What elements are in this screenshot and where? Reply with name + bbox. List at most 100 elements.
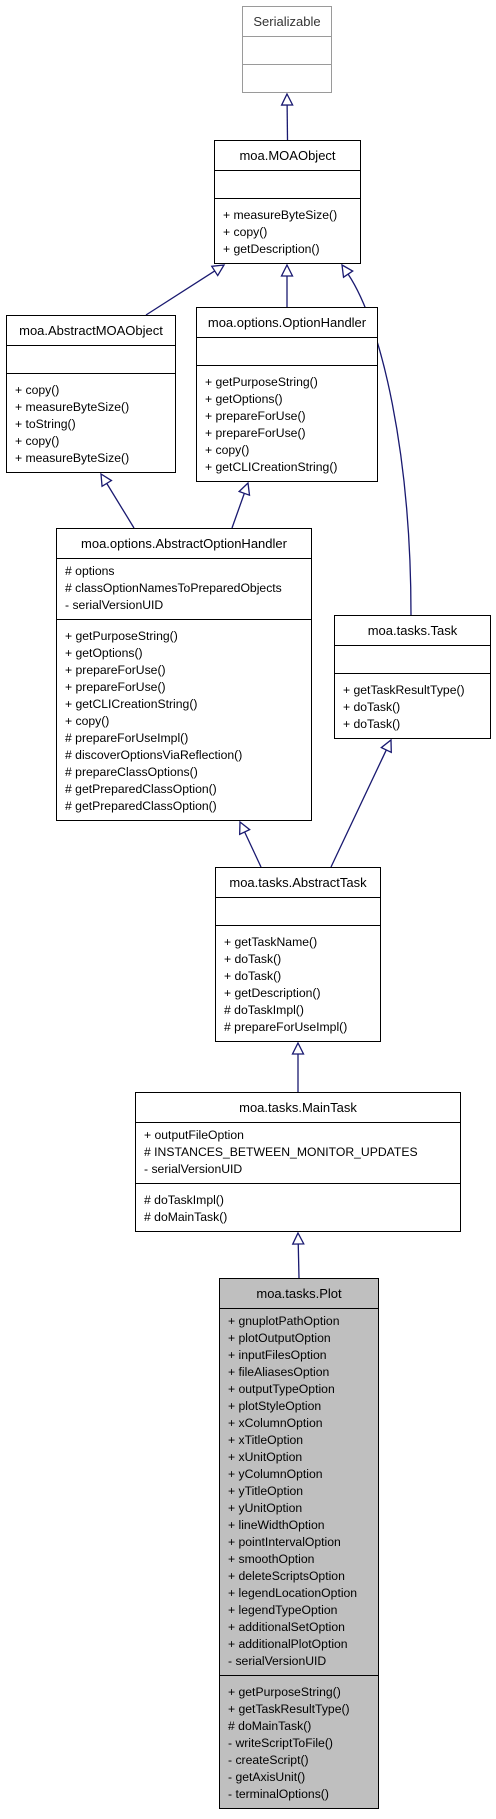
class-box-maintask[interactable]: moa.tasks.MainTask + outputFileOption# IN… [135, 1092, 461, 1232]
method: # getPreparedClassOption() [65, 782, 217, 796]
method: - getAxisUnit() [228, 1770, 306, 1784]
method: + prepareForUse() [65, 663, 166, 677]
methods-section: + getTaskResultType() + doTask() + doTask(… [335, 673, 490, 738]
method: + getTaskName() [224, 935, 318, 949]
method: + getDescription() [223, 242, 320, 256]
method: + getTaskResultType() [228, 1702, 350, 1716]
methods-section: # doTaskImpl()# doMainTask() [136, 1183, 460, 1231]
class-box-plot[interactable]: moa.tasks.Plot+ gnuplotPathOption+ plotO… [219, 1278, 379, 1809]
method: - terminalOptions() [228, 1787, 329, 1801]
attribute: + plotOutputOption [228, 1331, 331, 1345]
method: - createScript() [228, 1753, 309, 1767]
method: + doTask() [343, 717, 401, 731]
method: + measureByteSize() [223, 208, 338, 222]
methods-section: + getPurposeString() + getTaskResultType(… [220, 1675, 378, 1808]
method: + measureByteSize() [15, 400, 130, 414]
attribute: + xColumnOption [228, 1416, 323, 1430]
class-name: moa.options.OptionHandler [207, 315, 367, 330]
attribute: + pointIntervalOption [228, 1535, 341, 1549]
attribute: + additionalSetOption [228, 1620, 345, 1634]
attribute: + lineWidthOption [228, 1518, 325, 1532]
method: - writeScriptToFile() [228, 1736, 333, 1750]
inheritance-line [347, 273, 412, 616]
inheritance-arrowhead [280, 263, 294, 277]
inheritance-line [330, 749, 387, 868]
method: + getPurposeString() [228, 1685, 341, 1699]
method: + copy() [205, 443, 250, 457]
attribute: + outputTypeOption [228, 1382, 335, 1396]
attribute: + legendTypeOption [228, 1603, 338, 1617]
methods-section [243, 64, 331, 92]
inheritance-arrowhead [341, 263, 354, 279]
attribute: - serialVersionUID [228, 1654, 327, 1668]
method: # prepareClassOptions() [65, 765, 198, 779]
method: # doTaskImpl() [144, 1193, 224, 1207]
class-box-optionhandler[interactable]: moa.options.OptionHandler + getPurposeStr… [196, 307, 378, 482]
attribute: # options [65, 564, 115, 578]
method: + prepareForUse() [205, 426, 306, 440]
attribute: + legendLocationOption [228, 1586, 358, 1600]
class-box-task[interactable]: moa.tasks.Task + getTaskResultType() + doT… [334, 615, 491, 739]
methods-section: + getPurposeString()+ getOptions()+ prep… [197, 365, 377, 481]
attribute: + gnuplotPathOption [228, 1314, 340, 1328]
attributes-section: # options# classOptionNamesToPreparedObj… [57, 558, 311, 619]
method: + prepareForUse() [205, 409, 306, 423]
method: + copy() [65, 714, 110, 728]
attributes-section [335, 645, 490, 673]
attributes-section [7, 345, 175, 373]
class-box-abstractmoaobject[interactable]: moa.AbstractMOAObject + copy() + measureBy… [6, 315, 176, 473]
attribute: - serialVersionUID [65, 598, 164, 612]
method: + getPurposeString() [65, 629, 178, 643]
inheritance-arrowhead [291, 1041, 305, 1055]
class-box-abstractoptionhandler[interactable]: moa.options.AbstractOptionHandler # optio… [56, 528, 312, 821]
method: + doTask() [224, 969, 282, 983]
attributes-section [243, 36, 331, 64]
method: + toString() [15, 417, 76, 431]
inheritance-arrowhead [291, 1231, 305, 1245]
method: + copy() [15, 383, 60, 397]
method: + doTask() [224, 952, 282, 966]
inheritance-line [106, 483, 135, 529]
class-name: moa.AbstractMOAObject [19, 323, 163, 338]
method: + doTask() [343, 700, 401, 714]
method: + getCLICreationString() [205, 460, 338, 474]
attribute: + xUnitOption [228, 1450, 303, 1464]
inheritance-line [231, 493, 245, 529]
attributes-section [215, 170, 360, 198]
method: # getPreparedClassOption() [65, 799, 217, 813]
attribute: + xTitleOption [228, 1433, 304, 1447]
inheritance-arrowhead [280, 92, 294, 106]
class-name: Serializable [253, 14, 321, 29]
class-box-moaobject[interactable]: moa.MOAObject+ measureByteSize()+ copy()… [214, 140, 361, 264]
attribute: + yUnitOption [228, 1501, 303, 1515]
inheritance-arrowhead [100, 472, 113, 488]
inheritance-line [244, 831, 262, 868]
class-box-abstracttask[interactable]: moa.tasks.AbstractTask + getTaskName() + d… [215, 867, 381, 1042]
attribute: + fileAliasesOption [228, 1365, 330, 1379]
method: # doTaskImpl() [224, 1003, 304, 1017]
inheritance-arrowhead [210, 264, 226, 277]
attribute: + deleteScriptsOption [228, 1569, 345, 1583]
inheritance-line [145, 270, 216, 316]
class-box-serializable[interactable]: Serializable [242, 6, 332, 93]
class-name: moa.options.AbstractOptionHandler [81, 536, 287, 551]
attribute: + additionalPlotOption [228, 1637, 348, 1651]
inheritance-arrowhead [380, 738, 392, 754]
attribute: + smoothOption [228, 1552, 315, 1566]
inheritance-line [297, 1243, 300, 1279]
method: + measureByteSize() [15, 451, 130, 465]
class-name: moa.tasks.AbstractTask [229, 875, 367, 890]
method: + getTaskResultType() [343, 683, 465, 697]
attributes-section: + gnuplotPathOption + plotOutputOption + i… [220, 1308, 378, 1675]
attribute: + plotStyleOption [228, 1399, 322, 1413]
attribute: + yColumnOption [228, 1467, 323, 1481]
methods-section: + getPurposeString()+ getOptions()+ prep… [57, 619, 311, 820]
class-name: moa.tasks.MainTask [239, 1100, 357, 1115]
attribute: + inputFilesOption [228, 1348, 327, 1362]
class-name: moa.tasks.Task [367, 623, 458, 638]
method: # discoverOptionsViaReflection() [65, 748, 243, 762]
attributes-section: + outputFileOption# INSTANCES_BETWEEN_MO… [136, 1122, 460, 1183]
method: + getOptions() [205, 392, 283, 406]
method: + getCLICreationString() [65, 697, 198, 711]
